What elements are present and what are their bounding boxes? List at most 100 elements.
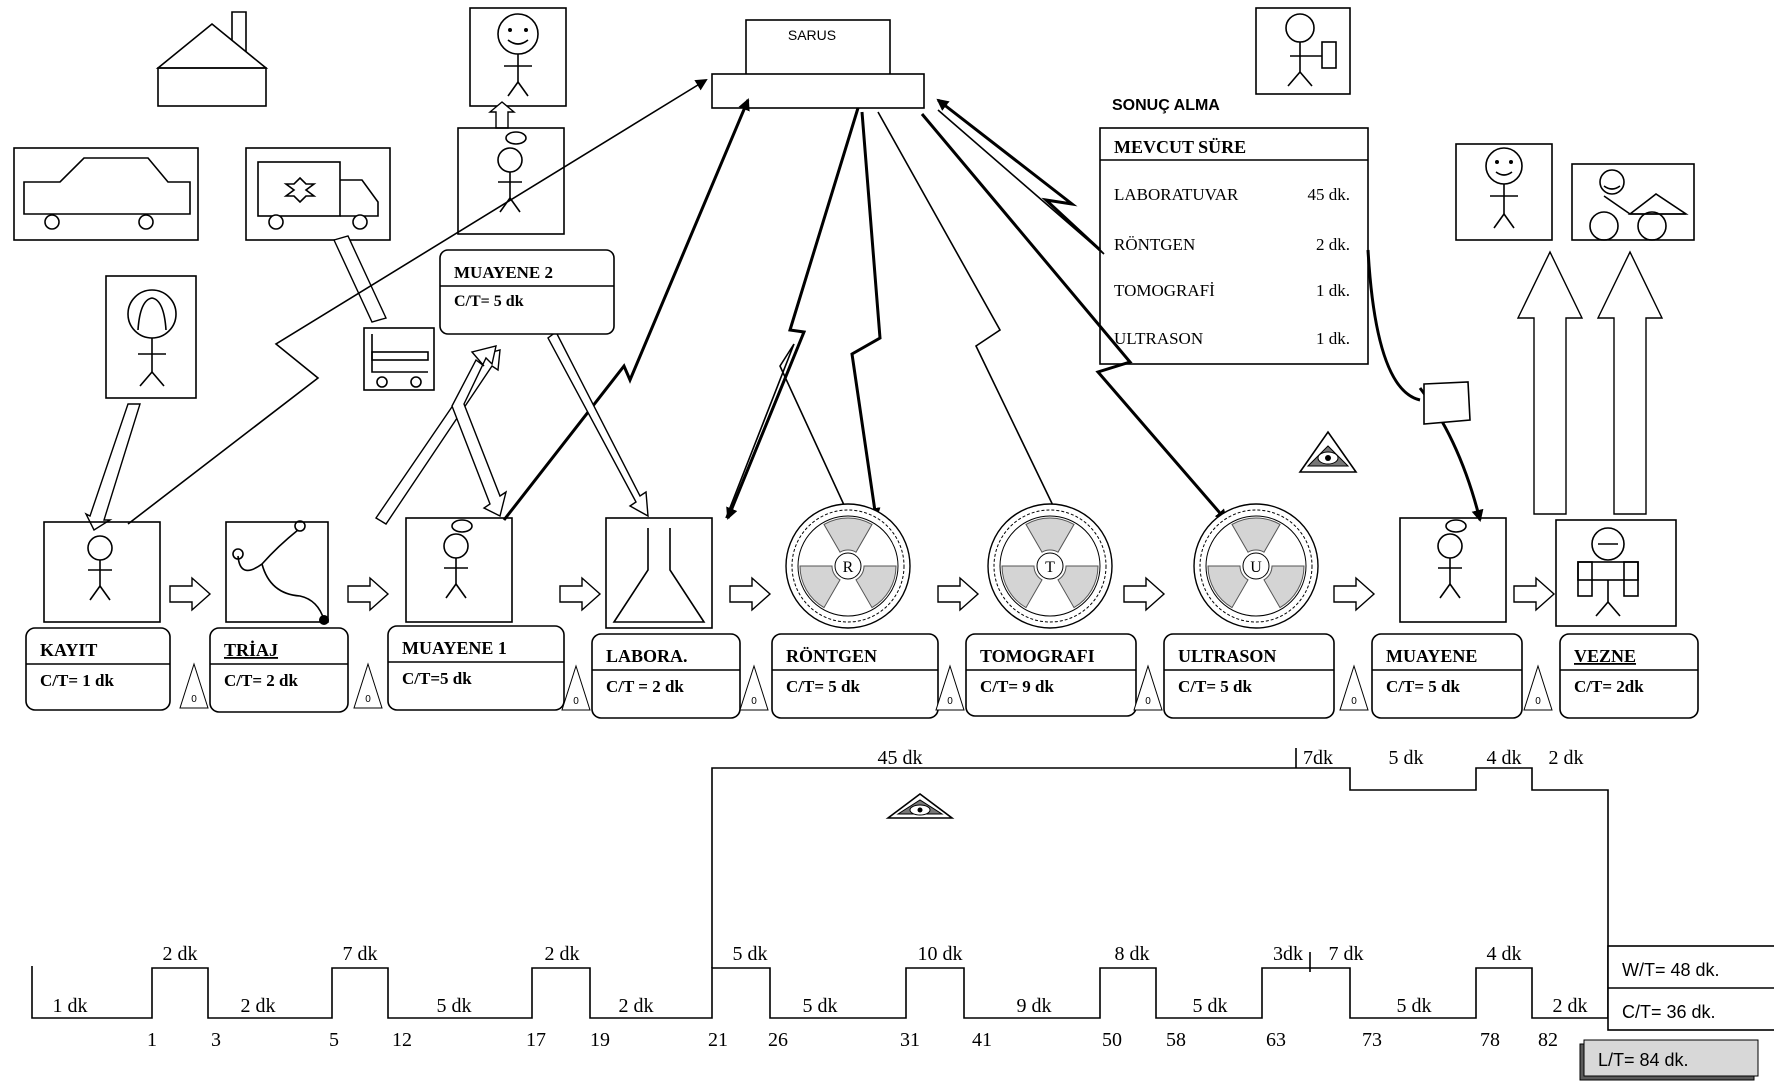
timeline-tick: 82 bbox=[1538, 1029, 1558, 1051]
timeline-upper-label: 2 dk bbox=[1549, 747, 1584, 769]
timeline-low-label: 1 dk bbox=[53, 995, 88, 1017]
inventory-triangle bbox=[935, 665, 965, 711]
process-ct: C/T= 9 dk bbox=[980, 677, 1054, 696]
inventory-triangle bbox=[179, 663, 209, 709]
results-row-name: TOMOGRAFİ bbox=[1114, 281, 1215, 300]
ambulance-icon bbox=[245, 147, 391, 241]
timeline-high-label: 7 dk bbox=[343, 943, 378, 965]
process-title: MUAYENE bbox=[1386, 646, 1477, 666]
process-title: MUAYENE 1 bbox=[402, 638, 507, 658]
inventory-triangle bbox=[1523, 665, 1553, 711]
timeline-tick: 58 bbox=[1166, 1029, 1186, 1051]
results-title: MEVCUT SÜRE bbox=[1114, 137, 1246, 157]
machine-letter: T bbox=[1045, 559, 1055, 576]
kaizen-burst-icon bbox=[885, 793, 955, 819]
timeline bbox=[31, 748, 1609, 1019]
process-ct: C/T= 5 dk bbox=[786, 677, 860, 696]
timeline-high-label: 2 dk bbox=[545, 943, 580, 965]
process-ct: C/T= 2dk bbox=[1574, 677, 1644, 696]
car-icon bbox=[13, 147, 199, 241]
process-ct: C/T= 5 dk bbox=[454, 293, 524, 310]
push-arrow bbox=[1513, 577, 1555, 611]
inventory-triangle bbox=[561, 665, 591, 711]
timeline-tick: 41 bbox=[972, 1029, 992, 1051]
sarus-label: SARUS bbox=[788, 27, 836, 43]
process-title: MUAYENE 2 bbox=[454, 263, 553, 282]
timeline-tick: 73 bbox=[1362, 1029, 1382, 1051]
timeline-high-label: 7 dk bbox=[1329, 943, 1364, 965]
timeline-low-label: 5 dk bbox=[803, 995, 838, 1017]
push-arrow bbox=[169, 577, 211, 611]
timeline-low-label: 2 dk bbox=[619, 995, 654, 1017]
ultrasound-machine-icon: U bbox=[1193, 503, 1319, 629]
results-row-name: ULTRASON bbox=[1114, 329, 1203, 348]
process-ct: C/T= 1 dk bbox=[40, 671, 114, 690]
timeline-tick: 78 bbox=[1480, 1029, 1500, 1051]
process-title: LABORA. bbox=[606, 646, 688, 666]
timeline-tick: 1 bbox=[147, 1029, 157, 1051]
cashier-icon bbox=[1555, 519, 1677, 627]
process-box-2: MUAYENE 1 C/T=5 dk bbox=[387, 625, 565, 711]
waiting-time: W/T= 48 dk. bbox=[1622, 960, 1720, 980]
cycle-time-total: C/T= 36 dk. bbox=[1622, 1002, 1716, 1022]
process-box-3: LABORA. C/T = 2 dk bbox=[591, 633, 741, 719]
kaizen-burst-icon bbox=[1298, 430, 1358, 473]
up-arrow-small bbox=[488, 101, 516, 129]
inventory-triangle bbox=[353, 663, 383, 709]
process-ct: C/T=5 dk bbox=[402, 669, 472, 688]
timeline-high-label: 4 dk bbox=[1487, 943, 1522, 965]
process-box-8: VEZNE C/T= 2dk bbox=[1559, 633, 1699, 719]
timeline-tick: 26 bbox=[768, 1029, 788, 1051]
process-title: TRİAJ bbox=[224, 640, 278, 660]
results-heading: SONUÇ ALMA bbox=[1112, 97, 1220, 114]
stretcher-icon bbox=[363, 327, 435, 391]
timeline-low-label: 2 dk bbox=[241, 995, 276, 1017]
machine-letter: R bbox=[843, 559, 854, 576]
results-row-time: 1 dk. bbox=[1316, 281, 1350, 300]
timeline-low-label: 5 dk bbox=[437, 995, 472, 1017]
stethoscope-icon bbox=[225, 520, 329, 625]
tomography-machine-icon: T bbox=[987, 503, 1113, 629]
discharged-person-icon bbox=[1455, 143, 1553, 241]
timeline-tick: 63 bbox=[1266, 1029, 1286, 1051]
timeline-upper-label: 5 dk bbox=[1389, 747, 1424, 769]
home-icon bbox=[155, 11, 269, 107]
process-title: ULTRASON bbox=[1178, 646, 1276, 666]
doctor-icon bbox=[1399, 517, 1507, 623]
process-ct: C/T= 5 dk bbox=[1178, 677, 1252, 696]
timeline-tick: 31 bbox=[900, 1029, 920, 1051]
results-row-name: LABORATUVAR bbox=[1114, 185, 1239, 204]
process-ct: C/T= 5 dk bbox=[1386, 677, 1460, 696]
timeline-high-label: 8 dk bbox=[1115, 943, 1150, 965]
flow-arrows bbox=[84, 330, 649, 532]
process-title: RÖNTGEN bbox=[786, 646, 877, 666]
process-title: VEZNE bbox=[1574, 646, 1636, 666]
timeline-tick: 50 bbox=[1102, 1029, 1122, 1051]
results-row-name: RÖNTGEN bbox=[1114, 235, 1195, 254]
xray-machine-icon: R bbox=[785, 503, 911, 629]
sarus-system: SARUS bbox=[711, 19, 925, 109]
results-table: MEVCUT SÜRE LABORATUVAR 45 dk. RÖNTGEN 2… bbox=[1099, 127, 1369, 365]
process-title: TOMOGRAFI bbox=[980, 646, 1095, 666]
timeline-high-label: 2 dk bbox=[163, 943, 198, 965]
doctor-icon bbox=[457, 127, 565, 235]
timeline-upper-label: 45 dk bbox=[878, 747, 923, 769]
process-box-muayene-2: MUAYENE 2 C/T= 5 dk bbox=[439, 249, 615, 335]
results-row-time: 1 dk. bbox=[1316, 329, 1350, 348]
patient-vehicle-icon bbox=[1571, 163, 1695, 241]
push-arrow bbox=[347, 577, 389, 611]
push-arrow bbox=[937, 577, 979, 611]
timeline-tick: 5 bbox=[329, 1029, 339, 1051]
results-row-time: 45 dk. bbox=[1308, 185, 1351, 204]
kayit-icon bbox=[43, 521, 161, 623]
timeline-low-label: 5 dk bbox=[1193, 995, 1228, 1017]
inventory-triangle bbox=[1339, 665, 1369, 711]
exit-arrow bbox=[1596, 250, 1664, 515]
push-arrow bbox=[729, 577, 771, 611]
inventory-triangle bbox=[1133, 665, 1163, 711]
inventory-triangle bbox=[739, 665, 769, 711]
worker-icon bbox=[1255, 7, 1351, 95]
process-ct: C/T = 2 dk bbox=[606, 677, 684, 696]
registrar-icon bbox=[105, 275, 197, 399]
